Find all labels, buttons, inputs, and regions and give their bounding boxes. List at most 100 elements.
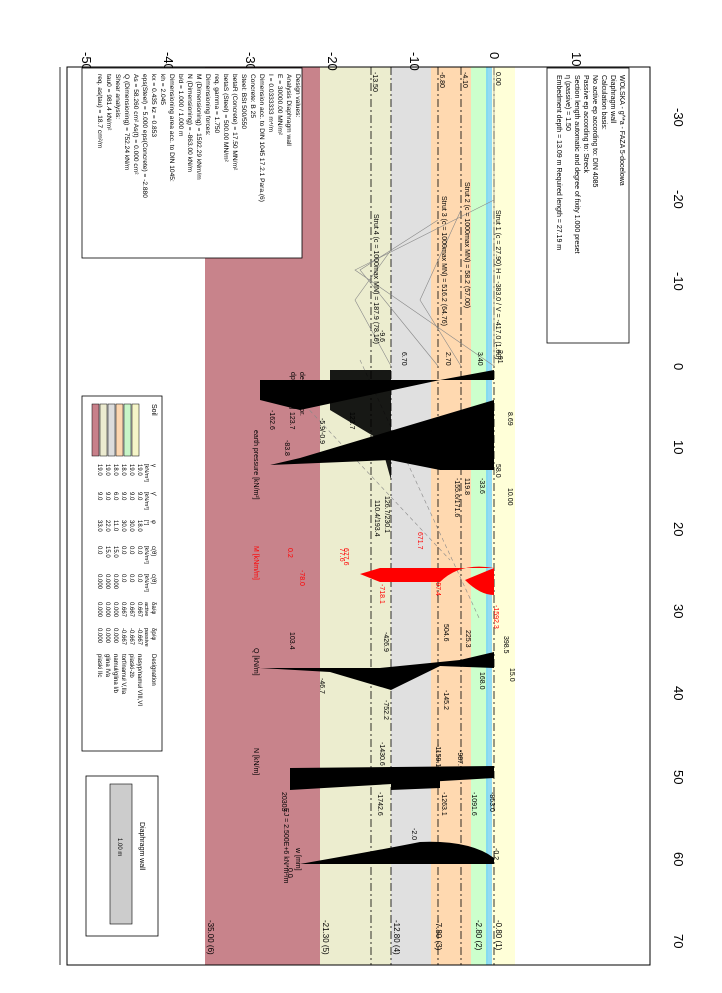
soil-table-text: 0.0 (120, 546, 126, 555)
legend-width: 1.00 m (116, 838, 122, 856)
layer-bottom-label: -2.80 (2) (474, 920, 483, 951)
strut-construction-lines (299, 67, 495, 621)
layer-bottom-label: -35.00 (6) (206, 920, 215, 955)
level-label: -6.80 (438, 72, 445, 88)
design-line: As = 58.260 cm² As(t) = 0.000 cm² (132, 74, 139, 175)
value-label: 123.7 (348, 412, 355, 430)
value-label: -1742.6 (376, 792, 383, 816)
design-line: eps(Steel) = 5.000 eps(Concrete) = -2.88… (141, 74, 148, 198)
soil-table-text: 19.0 (136, 464, 142, 476)
design-line: Design values: (294, 74, 301, 117)
value-label: -83.8 (283, 440, 290, 456)
design-line: betaR (Concrete) = 17.50 MN/m² (231, 74, 238, 171)
value-label: 398.5 (502, 636, 509, 654)
deflection-diagram: w [mm] EJ = 2.500E+6 kN*m²/m 0.0 -2.0 -0… (282, 808, 499, 884)
soil-table-text: 19.0 (104, 464, 110, 476)
annotation: 2.70 (444, 352, 451, 366)
soil-table-text: 0.000 (96, 628, 102, 644)
soil-table-text: 15.0 (104, 546, 110, 558)
soil-table-text: -0.667 (136, 628, 142, 646)
value-label: 58.0 (494, 464, 501, 478)
soil-table-text: namuł/glina I/b (112, 654, 118, 694)
value-label: 20303 (280, 792, 287, 812)
top-annotations: 2.91 3.40 2.70 6.70 -9.6 8.69 10.00 15.0 (378, 330, 515, 682)
legend-title: Diaphragm wall (138, 822, 145, 871)
soil-table-text: 0.000 (112, 628, 118, 644)
design-line: Dimensioning forces: (204, 74, 211, 136)
axis-tick: 0 (487, 52, 502, 59)
value-label: -426.9 (382, 632, 389, 652)
layer-bottom-label: -7.80 (3) (434, 920, 443, 951)
axis-tick: 20 (671, 522, 686, 536)
info-box: WOLSKA - g^*a - FAZA 5-docelowa Diaphrag… (546, 67, 630, 344)
soil-swatch (131, 403, 140, 457)
design-line: Steel: BSt 500/550 (240, 74, 247, 129)
soil-table-text: 0.667 (136, 602, 142, 618)
value-label: -1159.1 (434, 744, 441, 767)
soil-table-text: 0.0 (136, 546, 142, 555)
annotation: 6.70 (400, 352, 407, 366)
soil-table-text: 0.000 (112, 574, 118, 590)
annotation: -9.6 (378, 330, 385, 342)
earth-pressure-diagram: delta water pr. dpw [kN/m²] earth pressu… (252, 370, 501, 537)
soil-table-text: 0.000 (104, 628, 110, 644)
strut-label: Strut 1 (c = 27.90) H = -383.0 / V = -41… (494, 210, 501, 360)
soil-table-text: 0.000 (104, 602, 110, 618)
soil-table-text: δa/φ (150, 602, 156, 614)
design-line: tau0 = 981.4 kN/m² (105, 74, 112, 131)
soil-table-text: φ (150, 520, 156, 524)
soil-layer-2 (471, 67, 488, 965)
strut-labels: Strut 1 (c = 27.90) H = -383.0 / V = -41… (372, 182, 501, 360)
soil-table-text: 9.0 (120, 492, 126, 501)
soil-table-text: piaski IIc (96, 654, 102, 677)
level-label: 0.00 (494, 72, 501, 86)
soil-table-text: c(θ) (150, 574, 156, 584)
axis-tick: -30 (243, 52, 258, 71)
soil-table-text: 11.0 (112, 520, 118, 532)
axis-tick: 0 (671, 363, 686, 370)
annotation: 15.0 (508, 668, 515, 682)
diagram-label: Q [kN/m] (252, 648, 259, 676)
axis-tick: -40 (161, 52, 176, 71)
axis-tick: 60 (671, 852, 686, 866)
soil-layer-5 (320, 67, 391, 965)
axis-tick: -30 (671, 108, 686, 127)
axis-right: -30 -20 -10 0 10 20 30 40 50 60 70 (671, 108, 686, 948)
axis-tick: 10 (569, 52, 584, 66)
annotation: 2.91 (496, 350, 503, 364)
soil-table-text: piaski-żb (128, 654, 134, 678)
soil-swatch (107, 403, 116, 457)
wall-strip (486, 67, 492, 965)
level-labels: 0.00 -4.10 -6.80 -13.50 (371, 72, 501, 92)
value-label: 123.7 (288, 412, 295, 430)
soil-table-text: 19.0 (96, 464, 102, 476)
soil-swatch (99, 403, 108, 457)
soil-table-text: 9.0 (136, 492, 142, 501)
soil-table-text: 0.0 (136, 574, 142, 583)
soil-table-text: 0.000 (96, 602, 102, 618)
value-label: 103.4 (288, 632, 295, 650)
soil-table-text: torf/namuł V,IIa (120, 654, 126, 695)
axis-tick: -20 (325, 52, 340, 71)
soil-table-text: γ' (150, 492, 156, 496)
pressure-shape-sub (330, 370, 391, 480)
soil-table-text: 0.0 (120, 574, 126, 583)
soil-table-text: 30.0 (128, 520, 134, 532)
soil-table-text: 18.0 (136, 520, 142, 532)
soil-layer-4 (391, 67, 431, 965)
soil-table-text: 22.0 (104, 520, 110, 532)
design-line: req. as(tau) = 18.7 cm²/m (96, 74, 103, 149)
annotation: 3.40 (476, 352, 483, 366)
soil-table-text: passive (143, 628, 149, 647)
soil-table-text: 0.667 (128, 602, 134, 618)
soil-table-text: nasyp/namuł VIII,VI (136, 654, 142, 706)
diagram-label: EJ = 2.500E+6 kN*m²/m (282, 808, 289, 884)
soil-table-text: 33.0 (96, 520, 102, 532)
shear-shape (260, 652, 494, 690)
soil-table-text: 15.0 (112, 546, 118, 558)
value-label: -162.6 (268, 410, 275, 430)
layer-bottom-label: -0.80 (1) (494, 920, 503, 951)
design-line: kh = 2.045 (159, 74, 166, 105)
